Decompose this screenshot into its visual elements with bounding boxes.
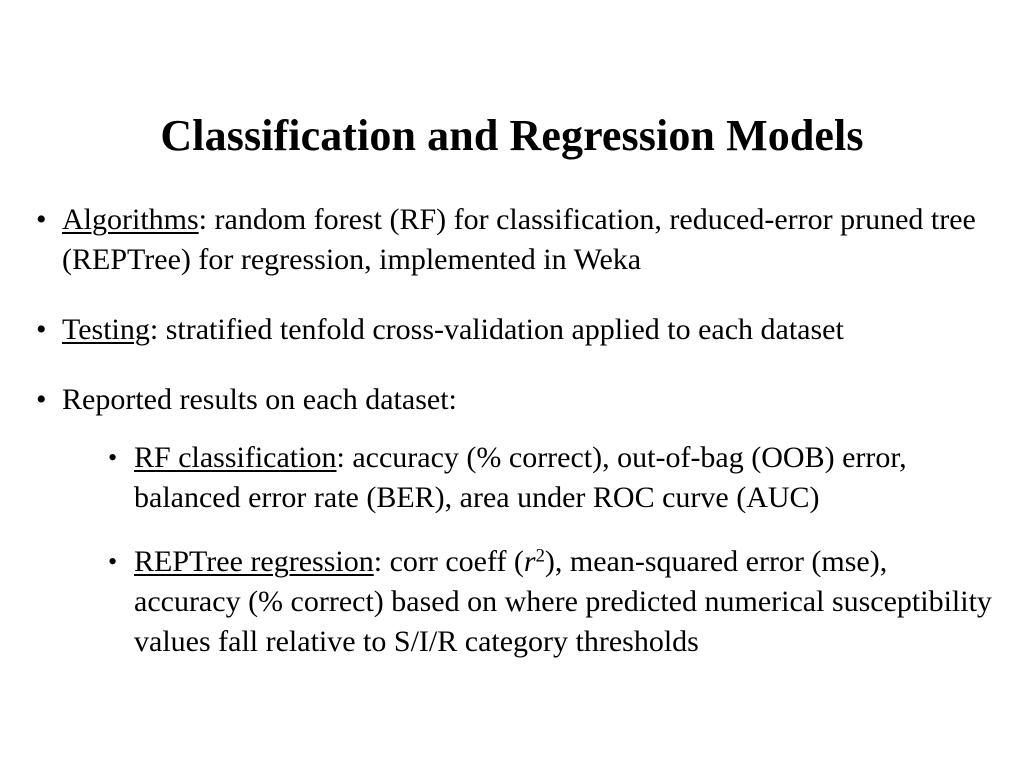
bullet-marker-icon: • bbox=[36, 203, 47, 236]
sub-bullet-body-reptree-part2: ), mean-squared error (mse), accuracy (%… bbox=[134, 545, 992, 658]
bullet-separator-testing: : bbox=[149, 313, 166, 346]
bullet-text-algorithms: Algorithms: random forest (RF) for class… bbox=[62, 200, 994, 280]
bullet-item-algorithms: • Algorithms: random forest (RF) for cla… bbox=[30, 200, 994, 280]
bullet-separator-algorithms: : bbox=[198, 203, 215, 236]
bullet-item-testing: • Testing: stratified tenfold cross-vali… bbox=[30, 310, 994, 350]
sub-bullet-list: • RF classification: accuracy (% correct… bbox=[62, 438, 994, 662]
bullet-marker-icon: • bbox=[36, 383, 47, 416]
sub-bullet-marker-icon: • bbox=[108, 443, 118, 472]
sub-bullet-separator-rf-classification: : bbox=[336, 441, 353, 474]
bullet-marker-icon: • bbox=[36, 313, 47, 346]
bullet-text-reported-results: Reported results on each dataset: bbox=[62, 383, 457, 416]
slide-body: • Algorithms: random forest (RF) for cla… bbox=[30, 200, 994, 662]
sub-bullet-text-reptree-regression: REPTree regression: corr coeff (r2), mea… bbox=[134, 542, 994, 662]
bullet-lead-in-testing: Testing bbox=[62, 313, 150, 346]
sub-bullet-item-reptree-regression: • REPTree regression: corr coeff (r2), m… bbox=[104, 542, 994, 662]
sub-bullet-item-rf-classification: • RF classification: accuracy (% correct… bbox=[104, 438, 994, 518]
sub-bullet-lead-in-rf-classification: RF classification bbox=[134, 441, 337, 474]
bullet-body-algorithms: random forest (RF) for classification, r… bbox=[62, 203, 976, 276]
sub-bullet-lead-in-reptree-regression: REPTree regression bbox=[134, 545, 374, 578]
sub-bullet-marker-icon: • bbox=[108, 547, 118, 576]
math-symbol-r: r bbox=[523, 545, 536, 578]
bullet-body-testing: stratified tenfold cross-validation appl… bbox=[165, 313, 844, 346]
math-superscript-2: 2 bbox=[535, 545, 545, 567]
sub-bullet-text-rf-classification: RF classification: accuracy (% correct),… bbox=[134, 438, 994, 518]
bullet-lead-in-algorithms: Algorithms bbox=[62, 203, 199, 236]
sub-bullet-separator-reptree-regression: : bbox=[373, 545, 390, 578]
bullet-item-reported-results: • Reported results on each dataset: • RF… bbox=[30, 380, 994, 662]
bullet-text-testing: Testing: stratified tenfold cross-valida… bbox=[62, 310, 994, 350]
sub-bullet-body-reptree-part1: corr coeff ( bbox=[389, 545, 524, 578]
slide-title: Classification and Regression Models bbox=[160, 111, 864, 161]
sub-bullet-body-rf-classification: accuracy (% correct), out-of-bag (OOB) e… bbox=[134, 441, 907, 514]
